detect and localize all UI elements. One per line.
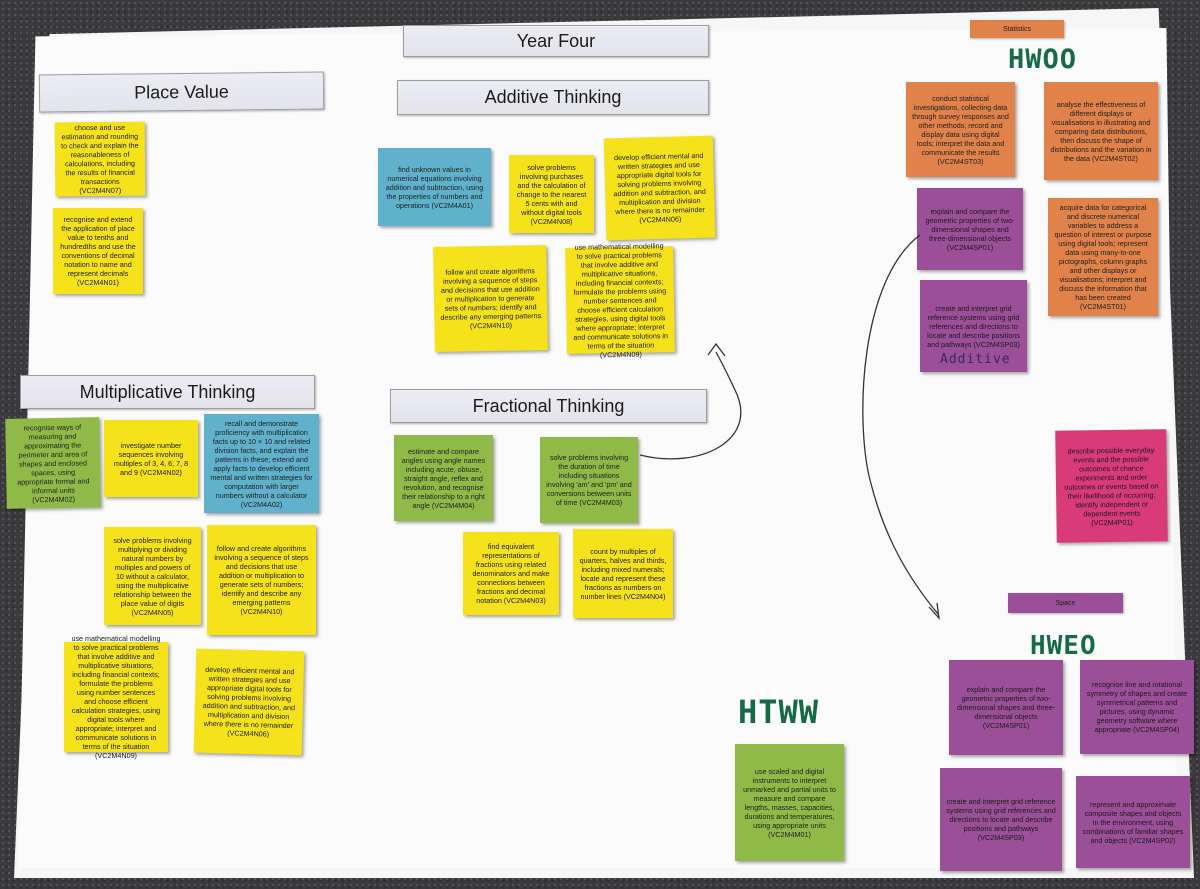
handwritten-additive: Additive bbox=[940, 352, 1011, 367]
note-ft-duration-time: solve problems involving the duration of… bbox=[540, 437, 638, 523]
note-st-grid-reference: create and interpret grid reference syst… bbox=[920, 280, 1027, 372]
note-ft-equivalent-fractions: find equivalent representations of fract… bbox=[463, 532, 559, 615]
note-st-displays: analyse the effectiveness of different d… bbox=[1044, 82, 1158, 180]
note-mt-algorithms: follow and create algorithms involving a… bbox=[207, 525, 316, 635]
handwritten-hwoo: HWOO bbox=[1008, 44, 1078, 75]
tag-space: Space bbox=[1008, 593, 1123, 613]
heading-multiplicative-thinking: Multiplicative Thinking bbox=[20, 375, 315, 409]
tag-statistics: Statistics bbox=[970, 20, 1064, 38]
handwritten-htww: HTWW bbox=[738, 693, 820, 731]
note-ft-count-multiples: count by multiples of quarters, halves a… bbox=[573, 529, 673, 618]
page-title: Year Four bbox=[403, 25, 709, 57]
note-mt-number-sequences: investigate number sequences involving m… bbox=[104, 420, 198, 497]
note-at-purchases: solve problems involving purchases and t… bbox=[509, 155, 594, 233]
note-mt-multiplying-dividing: solve problems involving multiplying or … bbox=[104, 527, 201, 625]
heading-fractional-thinking: Fractional Thinking bbox=[390, 389, 707, 423]
heading-additive-thinking: Additive Thinking bbox=[397, 80, 709, 115]
arrow-time-to-additive bbox=[639, 351, 742, 460]
handwritten-hweo: HWEO bbox=[1030, 631, 1097, 661]
note-st-geometric-properties: explain and compare the geometric proper… bbox=[917, 188, 1023, 270]
note-st-acquire-data: acquire data for categorical and discret… bbox=[1048, 198, 1158, 316]
note-mt-multiplication-facts: recall and demonstrate proficiency with … bbox=[204, 414, 319, 513]
arrow-geometry-to-space bbox=[862, 234, 939, 615]
note-sp-geometric-properties: explain and compare the geometric proper… bbox=[949, 660, 1063, 755]
arrow-geometry-to-space-head bbox=[928, 602, 940, 620]
note-ms-scaled-instruments: use scaled and digital instruments to in… bbox=[735, 744, 844, 861]
note-pv-place-value: recognise and extend the application of … bbox=[53, 208, 143, 294]
note-sp-grid-reference: create and interpret grid reference syst… bbox=[940, 768, 1062, 871]
note-sp-symmetry: recognise line and rotational symmetry o… bbox=[1080, 660, 1194, 754]
note-ft-angles: estimate and compare angles using angle … bbox=[394, 435, 493, 521]
note-sp-composite-shapes: represent and approximate composite shap… bbox=[1076, 776, 1190, 868]
note-at-unknown-values: find unknown values in numerical equatio… bbox=[378, 148, 491, 226]
arrow-time-to-additive-head bbox=[707, 342, 726, 357]
note-st-investigations: conduct statistical investigations, coll… bbox=[906, 82, 1015, 177]
note-mt-modelling: use mathematical modelling to solve prac… bbox=[64, 634, 168, 760]
